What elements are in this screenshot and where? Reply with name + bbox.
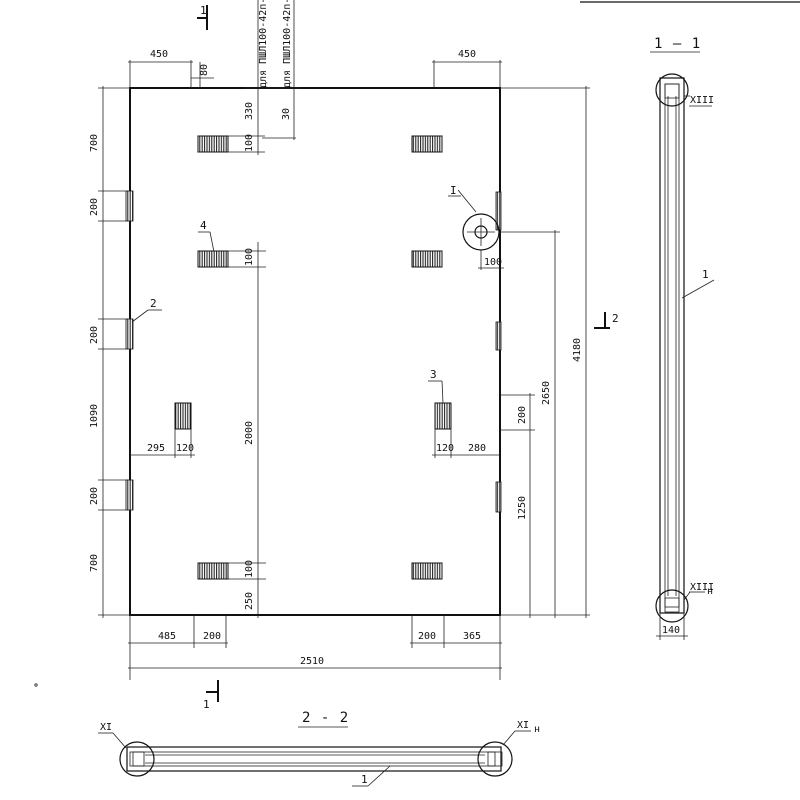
plate-top-left (197, 135, 229, 153)
dim-140: 140 (662, 625, 680, 636)
edge-loop-left-1 (125, 190, 134, 222)
stray-dot (34, 683, 38, 687)
note-pshl-8: для ПШЛ100-42п-8 (282, 0, 293, 88)
section-2-2-title: 2 - 2 (302, 710, 349, 726)
note-pshl-6: для ПШЛ100-42п-6 (258, 0, 269, 88)
callout-1-side-leader (681, 279, 715, 299)
dim-100-d: 100 (484, 257, 502, 268)
dim-200-b: 200 (89, 326, 100, 344)
dim-200-bottom-right: 200 (418, 631, 436, 642)
plate-upper-right (411, 250, 443, 268)
dim-450-left: 450 (150, 49, 168, 60)
dim-1250: 1250 (517, 496, 528, 520)
section-2-2-inner (132, 751, 496, 767)
detail-I-leader (457, 189, 477, 213)
edge-loop-left-2 (125, 318, 134, 350)
callout-1-bottom-leader (367, 765, 391, 787)
xi-left-leader (112, 732, 127, 749)
detail-XIII-top-label: XIII (690, 95, 714, 106)
plate-mid-left (174, 402, 192, 430)
dim-450-right: 450 (458, 49, 476, 60)
dim-1090: 1090 (89, 404, 100, 428)
callout-3-leader (441, 380, 444, 404)
section-2-2-left-loop (129, 751, 145, 767)
cut2-label: 2 (612, 312, 619, 325)
detail-XI-left-circle (119, 741, 155, 777)
callout-4-leader (209, 231, 215, 253)
detail-XIII-top-circle (655, 73, 689, 107)
xi-right-leader (502, 730, 516, 746)
callout-1-bottom: 1 (361, 773, 368, 786)
section-1-1-body (659, 77, 685, 614)
dim-2510: 2510 (300, 656, 324, 667)
dim-295: 295 (147, 443, 165, 454)
dim-700-top: 700 (89, 134, 100, 152)
detail-XIII-bottom-circle (655, 589, 689, 623)
detail-XIII-bottom-label: XIII (690, 582, 714, 593)
dim-100-c: 100 (244, 560, 255, 578)
callout-3: 3 (430, 368, 437, 381)
panel-outline (129, 87, 501, 616)
detail-XI-right-circle (477, 741, 513, 777)
callout-4: 4 (200, 219, 207, 232)
section-2-2-body (126, 746, 502, 772)
edge-loop-right-2 (495, 321, 502, 351)
dim-200-c: 200 (89, 487, 100, 505)
cut1-bottom-label: 1 (203, 698, 210, 711)
dim-250: 250 (244, 592, 255, 610)
edge-loop-right-3 (495, 481, 502, 513)
section-1-1-bottom-loop (664, 597, 680, 613)
plate-top-right (411, 135, 443, 153)
plate-bottom-left (197, 562, 229, 580)
dim-120-left: 120 (176, 443, 194, 454)
dim-200-bottom-left: 200 (203, 631, 221, 642)
dim-120-right: 120 (436, 443, 454, 454)
plate-mid-right (434, 402, 452, 430)
dim-100-b: 100 (244, 248, 255, 266)
plate-upper-left (197, 250, 229, 268)
dim-700-bottom: 700 (89, 554, 100, 572)
dim-30: 30 (281, 108, 292, 120)
detail-I-label: I (450, 184, 457, 197)
section-1-1-top-loop (664, 83, 680, 99)
section-1-1-title: 1 — 1 (654, 36, 701, 52)
dim-200-right: 200 (517, 406, 528, 424)
dim-100-a: 100 (244, 134, 255, 152)
xiii-bottom-leader (683, 591, 691, 601)
dim-80: 80 (199, 64, 210, 76)
section-2-2-right-loop (487, 751, 503, 767)
section-1-1-inner (664, 83, 680, 608)
dim-365: 365 (463, 631, 481, 642)
callout-1-side: 1 (702, 268, 709, 281)
dim-2000: 2000 (244, 421, 255, 445)
dim-330: 330 (244, 102, 255, 120)
dim-2650: 2650 (541, 381, 552, 405)
cut1-top-label: 1 (200, 4, 207, 17)
detail-XI-right-suffix: н (534, 724, 540, 735)
plate-bottom-right (411, 562, 443, 580)
callout-2: 2 (150, 297, 157, 310)
callout-2-leader (131, 309, 149, 323)
dim-280: 280 (468, 443, 486, 454)
edge-loop-left-3 (125, 479, 134, 511)
dim-485: 485 (158, 631, 176, 642)
detail-XIII-bottom-suffix: н (707, 586, 713, 597)
dim-4180: 4180 (572, 338, 583, 362)
detail-XI-right-label: XI (517, 720, 529, 731)
dim-200-a: 200 (89, 198, 100, 216)
detail-XI-left-label: XI (100, 722, 112, 733)
